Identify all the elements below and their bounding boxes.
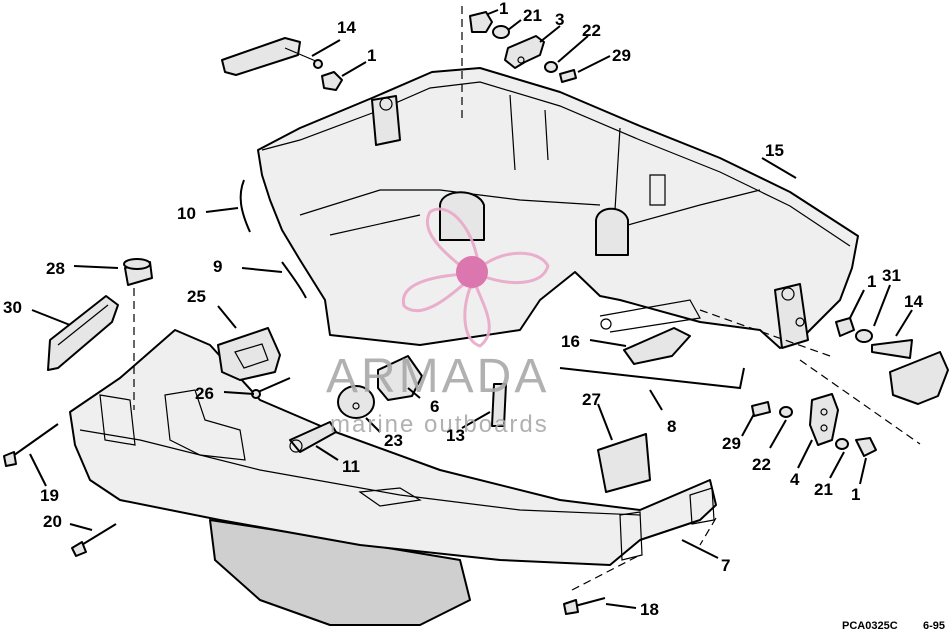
leader-lines (29, 6, 921, 609)
callout-29: 29 (612, 46, 631, 65)
callout-1: 1 (851, 485, 860, 504)
callout-7: 7 (721, 556, 730, 575)
callout-21: 21 (523, 6, 542, 25)
lower-cowl-part (69, 329, 717, 626)
propeller-hub (456, 256, 488, 288)
callout-26: 26 (195, 384, 214, 403)
callout-19: 19 (40, 486, 59, 505)
callout-11: 11 (342, 457, 360, 476)
propeller-blade (401, 272, 468, 313)
handle-right-part (871, 339, 949, 405)
callout-14: 14 (337, 18, 356, 37)
callout-31: 31 (882, 266, 901, 285)
callout-28: 28 (46, 259, 65, 278)
callout-27: 27 (582, 390, 601, 409)
propeller-blade (480, 251, 550, 285)
callout-16: 16 (561, 332, 580, 351)
callout-15: 15 (765, 141, 784, 160)
callout-3: 3 (555, 10, 564, 29)
callout-21: 21 (814, 480, 833, 499)
armada-watermark: ARMADA marine outboards (326, 207, 550, 438)
callout-1: 1 (867, 272, 876, 291)
callout-1: 1 (499, 0, 508, 18)
propeller-blade (463, 284, 491, 348)
callout-22: 22 (582, 21, 601, 40)
handle-left-part (221, 37, 323, 76)
propeller-blade (425, 207, 480, 272)
callout-1: 1 (367, 46, 376, 65)
watermark-subtitle: marine outboards (330, 411, 549, 438)
propeller-logo-icon (401, 207, 550, 348)
callout-8: 8 (667, 417, 676, 436)
callout-9: 9 (213, 257, 222, 276)
callout-30: 30 (3, 298, 22, 317)
callout-13: 13 (446, 426, 465, 445)
upper-cowl-part (257, 67, 859, 349)
callout-6: 6 (430, 397, 439, 416)
callout-14: 14 (904, 292, 923, 311)
callout-20: 20 (43, 512, 62, 531)
callout-4: 4 (790, 470, 800, 489)
figure-code: PCA0325C (842, 620, 898, 632)
hardware-parts (3, 11, 877, 615)
callout-labels: 1 21 3 22 29 14 1 15 10 9 28 25 30 1 31 … (3, 0, 923, 619)
callout-10: 10 (177, 204, 196, 223)
figure-code-block: PCA0325C 6-95 (842, 620, 945, 632)
watermark-title: ARMADA (326, 350, 549, 403)
callout-23: 23 (384, 431, 403, 450)
callout-18: 18 (640, 600, 659, 619)
callout-22: 22 (752, 455, 771, 474)
figure-revision: 6-95 (923, 620, 945, 632)
callout-25: 25 (187, 287, 206, 306)
callout-29: 29 (722, 434, 741, 453)
